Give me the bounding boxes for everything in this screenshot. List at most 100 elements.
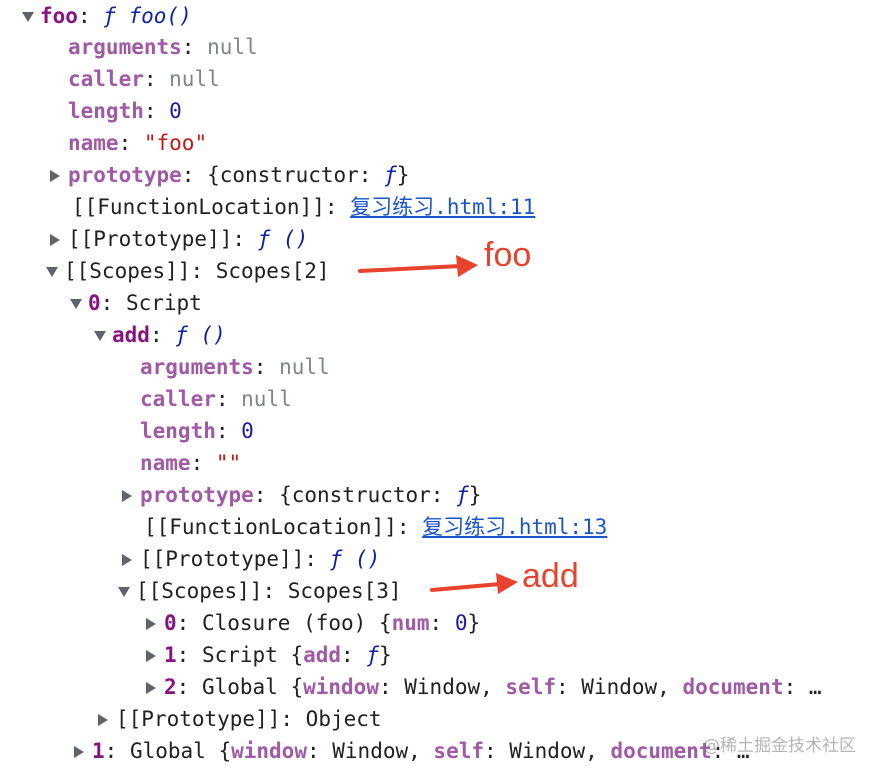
preview-key: add	[303, 643, 342, 667]
property-key: length	[68, 99, 144, 123]
tree-row-name[interactable]: name: ""	[140, 447, 241, 479]
property-key: caller	[140, 387, 216, 411]
separator: :	[181, 35, 208, 59]
property-value: Object	[305, 707, 382, 731]
tree-row-arguments[interactable]: arguments: null	[140, 351, 330, 383]
triangle-down-icon[interactable]	[118, 587, 130, 597]
property-value: Script {	[201, 643, 304, 667]
triangle-right-icon[interactable]	[74, 746, 84, 758]
preview-key: document	[682, 675, 784, 699]
property-key: foo	[40, 4, 78, 28]
property-key: name	[68, 131, 119, 155]
separator: :	[253, 355, 280, 379]
tree-row-scope-0[interactable]: 0: Closure (foo) {num: 0}	[144, 607, 480, 639]
triangle-right-icon[interactable]	[98, 714, 108, 726]
property-key: [[Prototype]]	[68, 227, 233, 251]
property-key: add	[112, 323, 150, 347]
tree-row-internal-prototype[interactable]: [[Prototype]]: ƒ ()	[48, 223, 308, 255]
triangle-right-icon[interactable]	[50, 234, 60, 246]
tree-row-length[interactable]: length: 0	[68, 95, 182, 127]
property-value: Global {	[129, 739, 232, 763]
separator: :	[215, 419, 242, 443]
separator: :	[104, 739, 130, 763]
triangle-right-icon[interactable]	[50, 170, 60, 182]
tree-row-scopes[interactable]: [[Scopes]]: Scopes[2]	[46, 255, 330, 287]
separator: :	[176, 611, 202, 635]
tree-row-scopes[interactable]: [[Scopes]]: Scopes[3]	[118, 575, 402, 607]
triangle-right-icon[interactable]	[122, 554, 132, 566]
annotation-foo-label: foo	[484, 236, 532, 274]
separator: :	[190, 451, 216, 475]
source-link[interactable]: 复习练习.html:11	[350, 195, 536, 219]
tree-row-scope-1[interactable]: 1: Script {add: ƒ}	[144, 639, 392, 671]
separator: :	[280, 707, 306, 731]
property-key: [[FunctionLocation]]	[72, 195, 325, 219]
property-key: prototype	[140, 483, 254, 507]
tree-row-internal-prototype[interactable]: [[Prototype]]: ƒ ()	[120, 543, 380, 575]
tree-row-scope-0[interactable]: 0: Script	[70, 287, 202, 319]
triangle-right-icon[interactable]	[122, 490, 132, 502]
separator: :	[176, 643, 202, 667]
tree-row-scope-1[interactable]: 1: Global {window: Window, self: Window,…	[72, 735, 750, 767]
separator: :	[262, 579, 288, 603]
arrow-add-icon	[430, 573, 518, 594]
arrow-foo-icon	[358, 255, 478, 277]
property-key: 0	[88, 291, 101, 315]
property-value: ƒ ()	[175, 323, 226, 347]
triangle-right-icon[interactable]	[146, 650, 156, 662]
property-key: [[FunctionLocation]]	[144, 515, 397, 539]
tree-row-function-location[interactable]: [[FunctionLocation]]: 复习练习.html:11	[72, 191, 535, 223]
separator: :	[304, 547, 330, 571]
preview-value: Window,	[332, 739, 434, 763]
property-value-fn: ƒ	[456, 483, 469, 507]
property-value: null	[169, 67, 220, 91]
preview-value: Window,	[404, 675, 506, 699]
tree-row-prototype[interactable]: prototype: {constructor: ƒ}	[48, 159, 409, 191]
preview-key: self	[433, 739, 484, 763]
property-key: [[Scopes]]	[136, 579, 263, 603]
triangle-down-icon[interactable]	[94, 331, 106, 341]
preview-value: : …	[783, 675, 822, 699]
property-value: Scopes[3]	[287, 579, 402, 603]
triangle-right-icon[interactable]	[146, 618, 156, 630]
property-key: name	[140, 451, 191, 475]
property-value: Global {	[201, 675, 304, 699]
property-key: [[Scopes]]	[64, 259, 191, 283]
separator: :	[324, 195, 351, 219]
property-key: length	[140, 419, 216, 443]
tree-row-internal-prototype[interactable]: [[Prototype]]: Object	[96, 703, 382, 735]
triangle-down-icon[interactable]	[46, 267, 58, 277]
property-value: 0	[241, 419, 254, 443]
separator: :	[396, 515, 423, 539]
triangle-down-icon[interactable]	[22, 12, 34, 22]
tree-row-scope-2[interactable]: 2: Global {window: Window, self: Window,…	[144, 671, 822, 703]
preview-key: self	[505, 675, 556, 699]
property-value: "foo"	[143, 131, 208, 155]
property-key: prototype	[68, 163, 182, 187]
property-value: ƒ foo()	[103, 4, 192, 28]
tree-row-prototype[interactable]: prototype: {constructor: ƒ}	[120, 479, 481, 511]
property-key: 0	[164, 611, 177, 635]
property-value: ƒ ()	[329, 547, 381, 571]
tree-row-foo[interactable]: foo: ƒ foo()	[22, 0, 192, 32]
preview-value: Window,	[581, 675, 683, 699]
preview-value: Window,	[509, 739, 611, 763]
triangle-right-icon[interactable]	[146, 682, 156, 694]
separator: :	[253, 483, 280, 507]
tree-row-name[interactable]: name: "foo"	[68, 127, 207, 159]
tree-row-add[interactable]: add: ƒ ()	[94, 319, 226, 351]
tree-row-caller[interactable]: caller: null	[140, 383, 292, 415]
tree-row-function-location[interactable]: [[FunctionLocation]]: 复习练习.html:13	[144, 511, 607, 543]
tree-row-arguments[interactable]: arguments: null	[68, 31, 258, 63]
tree-row-length[interactable]: length: 0	[140, 415, 254, 447]
property-value: null	[279, 355, 330, 379]
separator: :	[306, 739, 333, 763]
tree-row-caller[interactable]: caller: null	[68, 63, 220, 95]
separator: :	[341, 643, 367, 667]
triangle-down-icon[interactable]	[70, 299, 82, 309]
property-value: Closure (foo) {	[201, 611, 392, 635]
source-link[interactable]: 复习练习.html:13	[422, 515, 608, 539]
preview-key: window	[231, 739, 307, 763]
separator: :	[190, 259, 216, 283]
